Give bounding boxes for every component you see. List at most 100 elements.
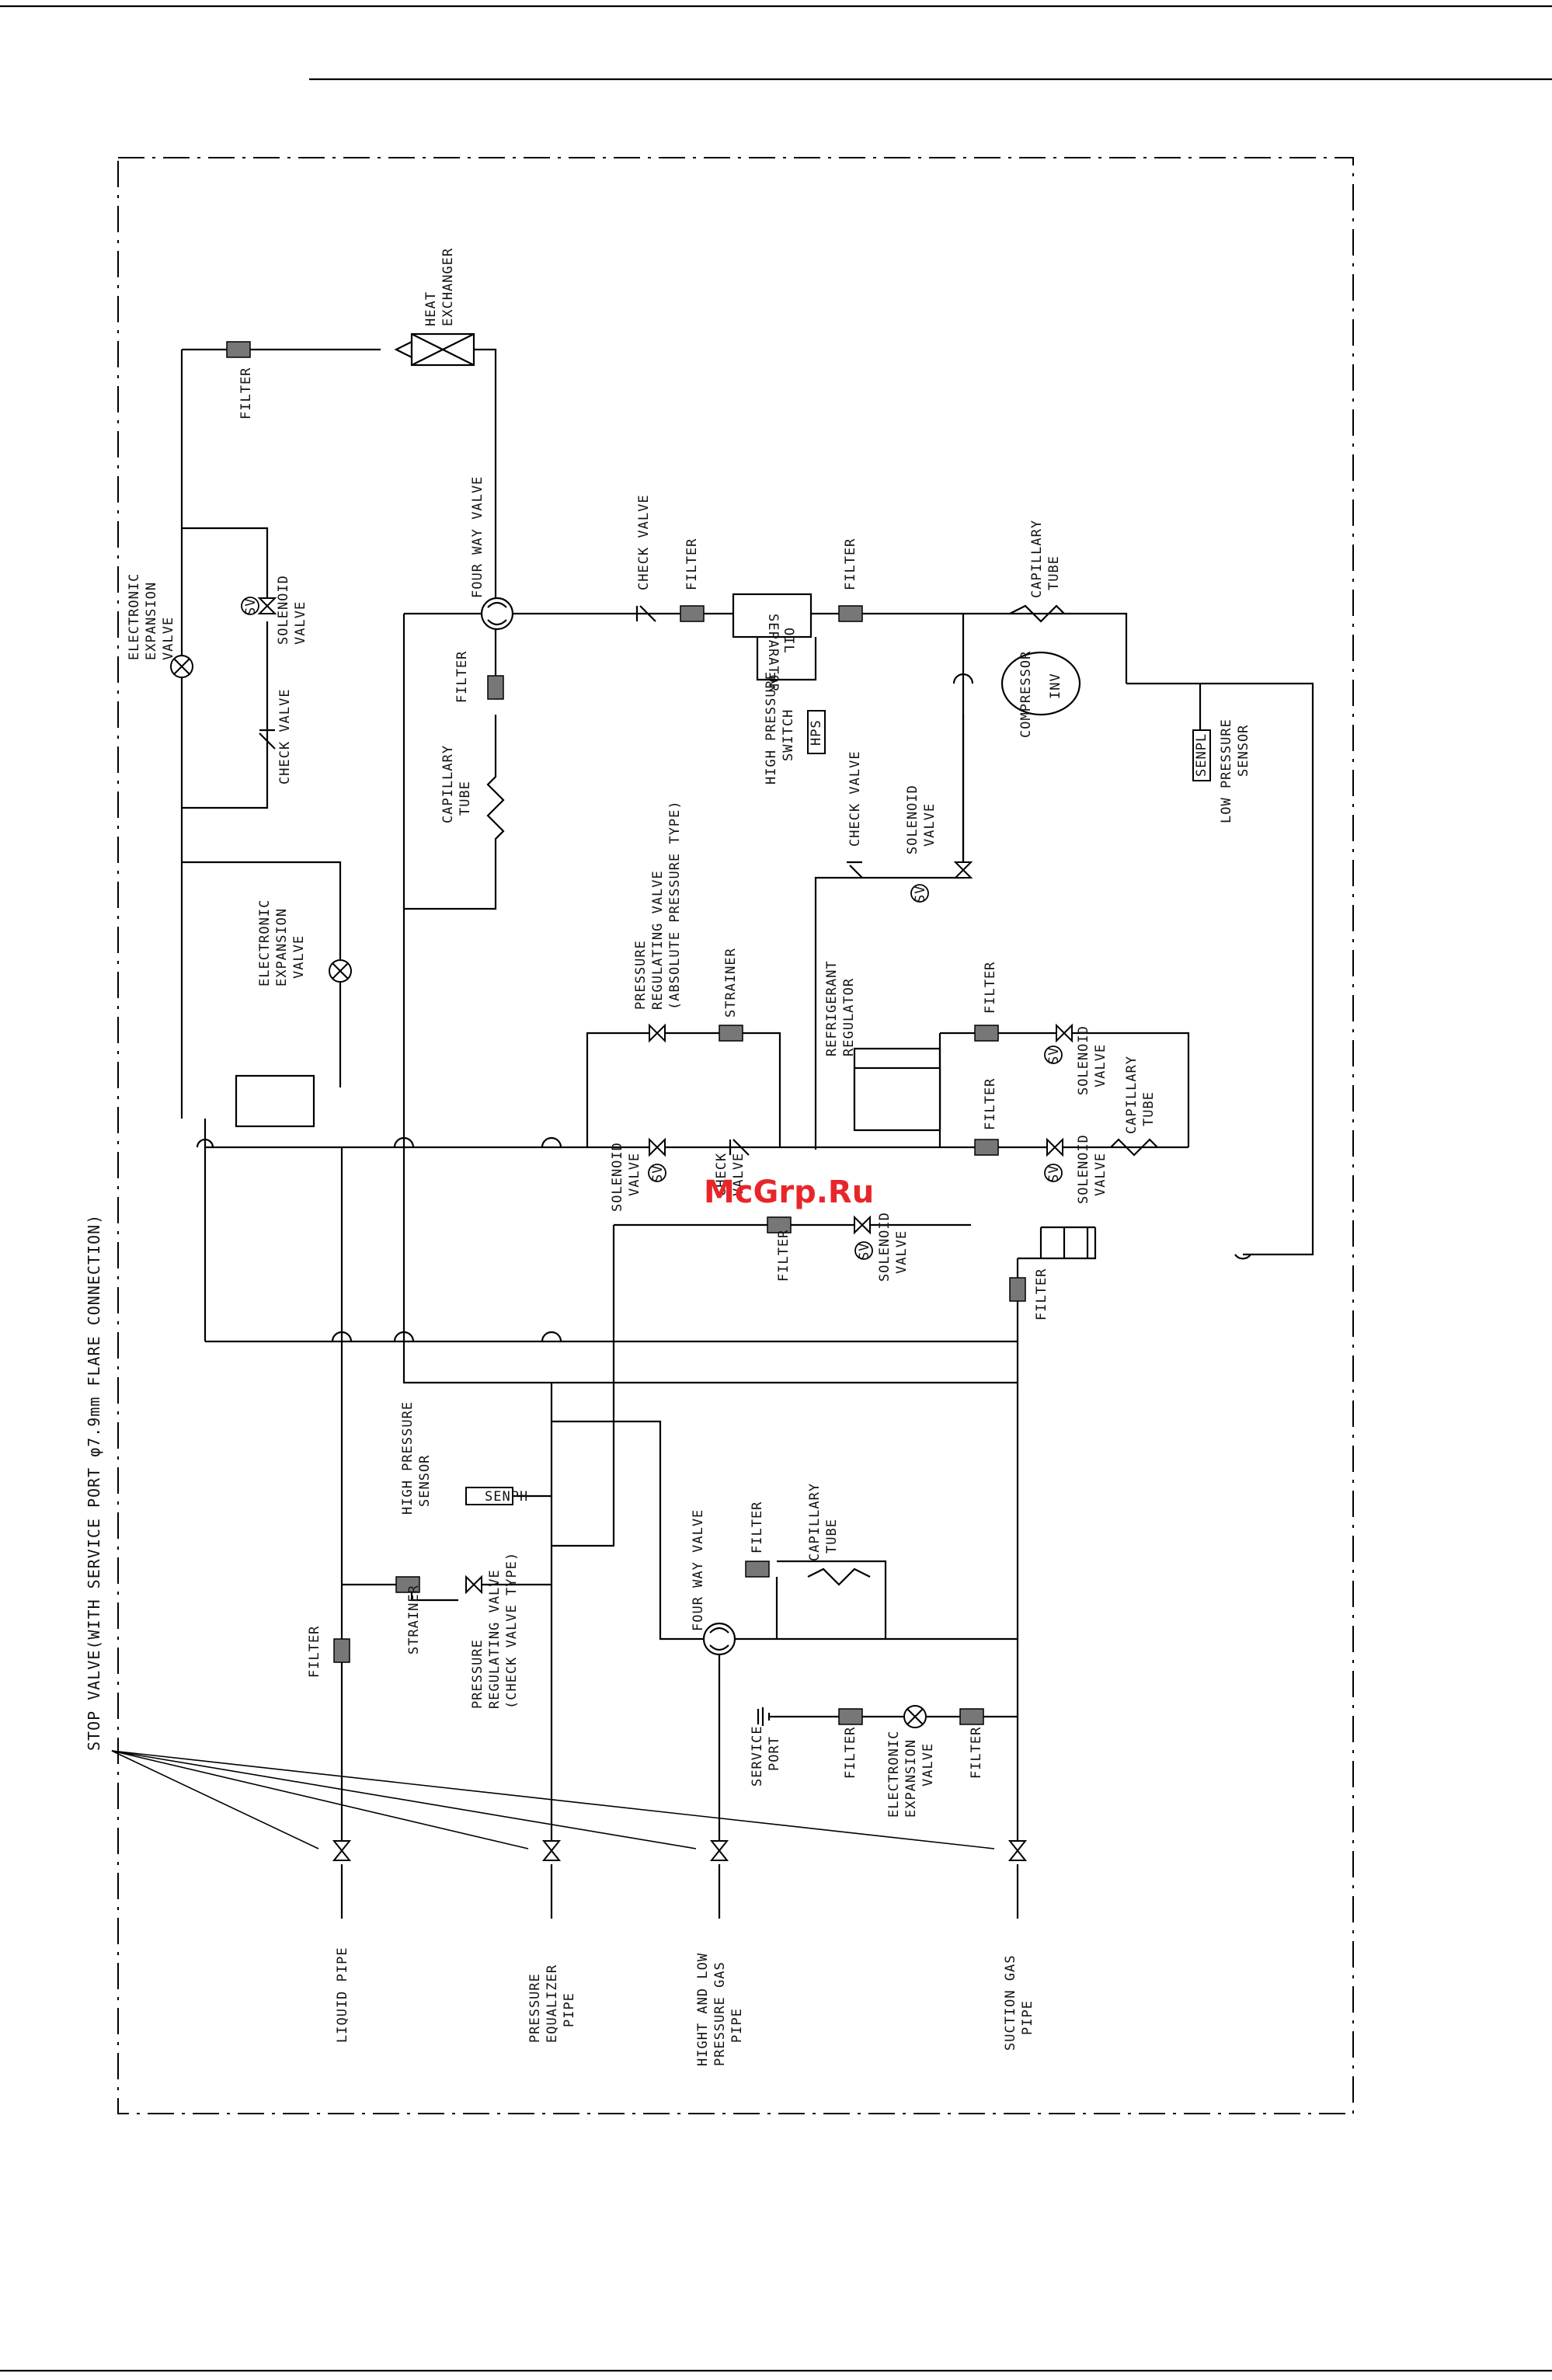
cap-tube-reg-label-2: TUBE — [1141, 1091, 1157, 1126]
filter-sp-label: FILTER — [843, 1727, 858, 1779]
filter-regulator-bottom — [974, 1139, 999, 1156]
inv-label: INV — [1048, 673, 1063, 699]
stop-valve-suction — [1007, 1840, 1028, 1861]
compressor — [1000, 651, 1081, 716]
gas-pipe-label-2: PRESSURE GAS — [712, 1961, 728, 2066]
suction-label-2: PIPE — [1020, 2000, 1035, 2035]
eev-mid-label-3: VALVE — [291, 935, 307, 979]
four-way-valve-bottom — [702, 1622, 736, 1656]
prv-check-label-3: (CHECK VALVE TYPE) — [504, 1552, 520, 1709]
sv-tag-3: SV — [913, 886, 928, 903]
check-valve-mid-label: CHECK VALVE — [847, 750, 863, 847]
senpl-label: SENPL — [1194, 733, 1209, 777]
service-port-label-1: SERVICE — [750, 1725, 765, 1787]
sv-reg-top — [1056, 1023, 1073, 1043]
service-port — [757, 1707, 771, 1726]
sv-filter-label-1: SOLENOID — [877, 1212, 893, 1282]
sv-main-label-2: VALVE — [627, 1153, 642, 1196]
sv-tag-4: SV — [1046, 1047, 1062, 1064]
strainer-symbols — [395, 1025, 743, 1593]
filter-mid-label: FILTER — [776, 1230, 792, 1282]
sv-reg-bottom-label-2: VALVE — [1093, 1153, 1108, 1196]
compressor-label: COMPRESSOR — [1018, 651, 1034, 738]
sv-comp-label-1: SOLENOID — [905, 785, 920, 854]
service-port-label-2: PORT — [767, 1736, 782, 1771]
filter-sp2-label: FILTER — [969, 1727, 984, 1779]
prv-check-label-2: REGULATING VALVE — [487, 1569, 503, 1709]
capillary-tube-top — [1009, 604, 1065, 623]
filter-oilsep-in — [680, 605, 705, 622]
oil-separator — [732, 593, 813, 638]
unit-boundary — [117, 157, 1354, 2114]
cap-tube-reg-label-1: CAPILLARY — [1124, 1056, 1140, 1134]
eev-mid-label-1: ELECTRONIC — [257, 899, 273, 986]
oil-sep-label-1: OIL — [781, 628, 796, 654]
labels: STOP VALVE(WITH SERVICE PORT φ7.9mm FLAR… — [85, 248, 1251, 2066]
filter-right-label: FILTER — [1034, 1268, 1049, 1320]
watermark: McGrp.Ru — [704, 1174, 874, 1210]
filter-mid — [767, 1216, 792, 1233]
liquid-pipe-label: LIQUID PIPE — [335, 1947, 350, 2043]
stop-valve-equalizer — [541, 1840, 562, 1861]
pr-valve-check — [465, 1574, 482, 1595]
sv-reg-bottom — [1046, 1137, 1063, 1157]
manifold-right — [1039, 1226, 1095, 1258]
filter-reg-top-label: FILTER — [983, 962, 998, 1014]
stop-valve-note: STOP VALVE(WITH SERVICE PORT φ7.9mm FLAR… — [85, 1214, 103, 1751]
solenoid-valves — [257, 597, 1073, 1595]
eev-symbols — [170, 655, 927, 1728]
eev-top-label-2: EXPANSION — [144, 582, 159, 660]
hp-sensor-label-2: SENSOR — [417, 1455, 433, 1507]
suction-label-1: SUCTION GAS — [1003, 1954, 1018, 2051]
piping — [111, 340, 1314, 1911]
sv-filter-label-2: VALVE — [894, 1230, 910, 1274]
gas-pipe-label-1: HIGHT AND LOW — [695, 1953, 711, 2066]
sv-compressor — [953, 861, 973, 879]
filter-right — [1009, 1277, 1026, 1302]
eev-top — [170, 655, 193, 678]
prv-abs-label-3: (ABSOLUTE PRESSURE TYPE) — [667, 800, 683, 1010]
sv-tag-6: SV — [857, 1243, 872, 1260]
eev-top-label-3: VALVE — [161, 617, 176, 660]
cap-tube-label-1: CAPILLARY — [440, 745, 456, 823]
filter-oil-in-label: FILTER — [684, 538, 700, 590]
cap-tube-bottom-label-2: TUBE — [824, 1519, 840, 1554]
eev-bottom-label-1: ELECTRONIC — [886, 1731, 902, 1818]
hx-label-1: HEAT — [423, 291, 439, 326]
hps-desc-1: HIGH PRESSURE — [764, 671, 779, 785]
fwv-bottom-label: FOUR WAY VALVE — [691, 1509, 706, 1631]
crossovers — [196, 673, 1251, 1342]
check-valve-top-label: CHECK VALVE — [277, 688, 293, 785]
senph-label: SENPH — [485, 1489, 528, 1505]
hps-box — [807, 710, 826, 754]
check-valves — [259, 605, 863, 1156]
prv-abs-label-1: PRESSURE — [633, 940, 649, 1010]
eev-bottom-label-2: EXPANSION — [903, 1739, 919, 1818]
pipe-stubs — [340, 1911, 1019, 1919]
sv-reg-top-label-1: SOLENOID — [1076, 1025, 1091, 1095]
sv-comp-label-2: VALVE — [922, 803, 938, 847]
strainer-lower — [395, 1576, 420, 1593]
fwv-top-label: FOUR WAY VALVE — [470, 476, 485, 598]
filter-liquid — [333, 1638, 350, 1663]
strainer-upper-label: STRAINER — [723, 948, 739, 1018]
hps-desc-2: SWITCH — [781, 709, 796, 761]
ref-reg-label-2: REGULATOR — [841, 978, 857, 1056]
heat-exchanger — [410, 332, 475, 367]
stop-valve-liquid — [332, 1840, 352, 1861]
pr-valve-abs — [649, 1023, 666, 1043]
eev-top-label-1: ELECTRONIC — [127, 573, 142, 660]
ref-reg-label-1: REFRIGERANT — [824, 960, 840, 1056]
cap-tube-top-label-1: CAPILLARY — [1029, 520, 1045, 598]
sv-circles — [241, 597, 1063, 1260]
equalizer-label-2: EQUALIZER — [545, 1964, 560, 2043]
hp-sensor-label-1: HIGH PRESSURE — [400, 1401, 416, 1515]
check-valve-main-label-1: CHECK — [714, 1153, 729, 1196]
check-valve-main-label-2: VALVE — [731, 1153, 746, 1196]
stop-valve-gas — [709, 1840, 729, 1861]
capillary-tube-bottom — [807, 1568, 871, 1586]
strainer-lower-label: STRAINER — [406, 1585, 422, 1655]
senpl-box — [1192, 729, 1211, 781]
hx-label-2: EXCHANGER — [440, 248, 456, 326]
